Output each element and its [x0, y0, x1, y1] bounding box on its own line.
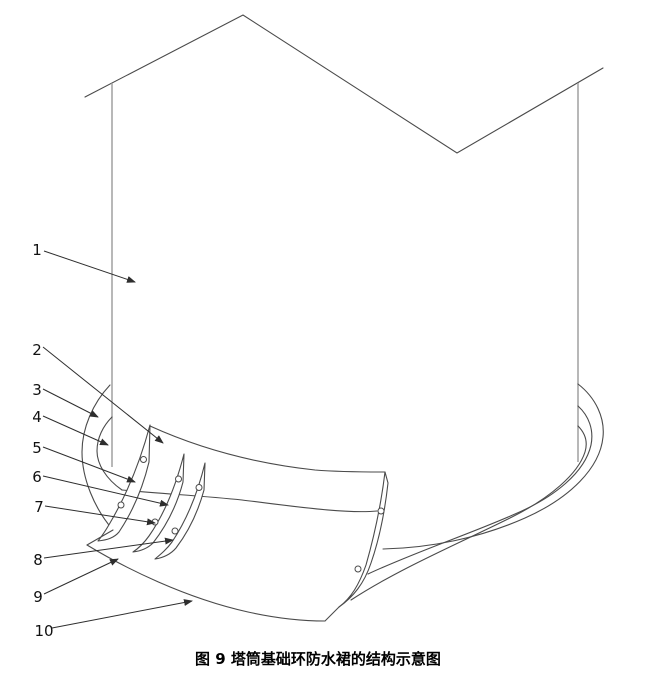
skirt-panel [86, 471, 389, 622]
blade-1-hole-bottom [117, 501, 125, 509]
blade-2-hole-top [175, 475, 182, 483]
blade-3-hole-bottom [171, 527, 179, 535]
ring-sweep-top [382, 383, 604, 550]
tower-cylinder [84, 14, 604, 467]
part-labels: 1 2 3 4 5 6 7 8 9 10 [32, 241, 53, 640]
leader-lines [42, 250, 193, 629]
part-label-5: 5 [32, 439, 42, 457]
leader-2 [42, 346, 164, 444]
foundation-ring-left [81, 384, 123, 531]
leader-1 [43, 250, 136, 283]
part-label-1: 1 [32, 241, 42, 259]
blade-3-hole-top [195, 484, 203, 491]
skirt-hole-top [377, 507, 385, 515]
figure-caption: 图 9 塔筒基础环防水裙的结构示意图 [195, 650, 441, 668]
part-label-3: 3 [32, 381, 42, 399]
leader-4 [42, 415, 109, 446]
blade-1 [97, 424, 151, 542]
part-label-9: 9 [33, 588, 43, 606]
skirt-hole-bottom [354, 565, 362, 573]
band-bottom-edge [121, 489, 378, 513]
part-label-10: 10 [34, 622, 53, 640]
blade-2-hole-bottom [151, 518, 159, 526]
part-label-4: 4 [32, 408, 42, 426]
part-label-8: 8 [33, 551, 43, 569]
leader-8 [43, 537, 174, 559]
ring-left-inner-arc [96, 416, 123, 491]
part-label-6: 6 [32, 468, 42, 486]
ring-left-outer-arc [81, 384, 114, 531]
band-top-edge [149, 425, 386, 473]
leader-3 [42, 388, 99, 418]
skirt-left-corner-edge [86, 529, 114, 546]
leader-5 [42, 446, 136, 483]
blade-2 [132, 453, 185, 553]
skirt-right-edge-band [338, 471, 389, 608]
foundation-ring-right [350, 383, 604, 601]
blade-3 [154, 462, 206, 560]
leader-6 [42, 475, 169, 507]
leader-10 [51, 599, 193, 629]
ring-front-band [121, 425, 386, 513]
blade-1-hole-top [140, 456, 147, 463]
leader-7 [44, 505, 156, 526]
tower-break-line [84, 14, 604, 154]
part-label-7: 7 [34, 498, 44, 516]
part-label-2: 2 [32, 341, 42, 359]
skirt-bottom-right-join [324, 606, 340, 622]
skirt-bottom-edge [86, 544, 326, 622]
leader-9 [43, 558, 119, 595]
ring-sweep-middle [367, 405, 593, 575]
ring-sweep-bottom [350, 425, 587, 601]
